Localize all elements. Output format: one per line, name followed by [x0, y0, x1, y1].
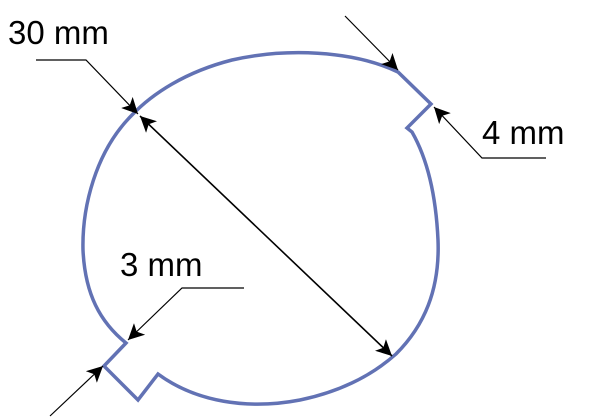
slot-bottom-left-arrow-lower — [49, 365, 104, 417]
diameter-dimension-line — [139, 115, 393, 357]
slot-bottom-left-leader-line — [127, 287, 244, 341]
diameter-label: 30 mm — [8, 14, 109, 51]
slot-bottom-left-label: 3 mm — [120, 246, 203, 283]
circular-profile-with-keyways — [81, 51, 440, 406]
slot-top-right-arrow-upper — [344, 15, 399, 71]
slot-top-right-leader-line — [433, 106, 546, 159]
slot-top-right-label: 4 mm — [482, 114, 565, 151]
diameter-leader-line — [36, 59, 139, 115]
